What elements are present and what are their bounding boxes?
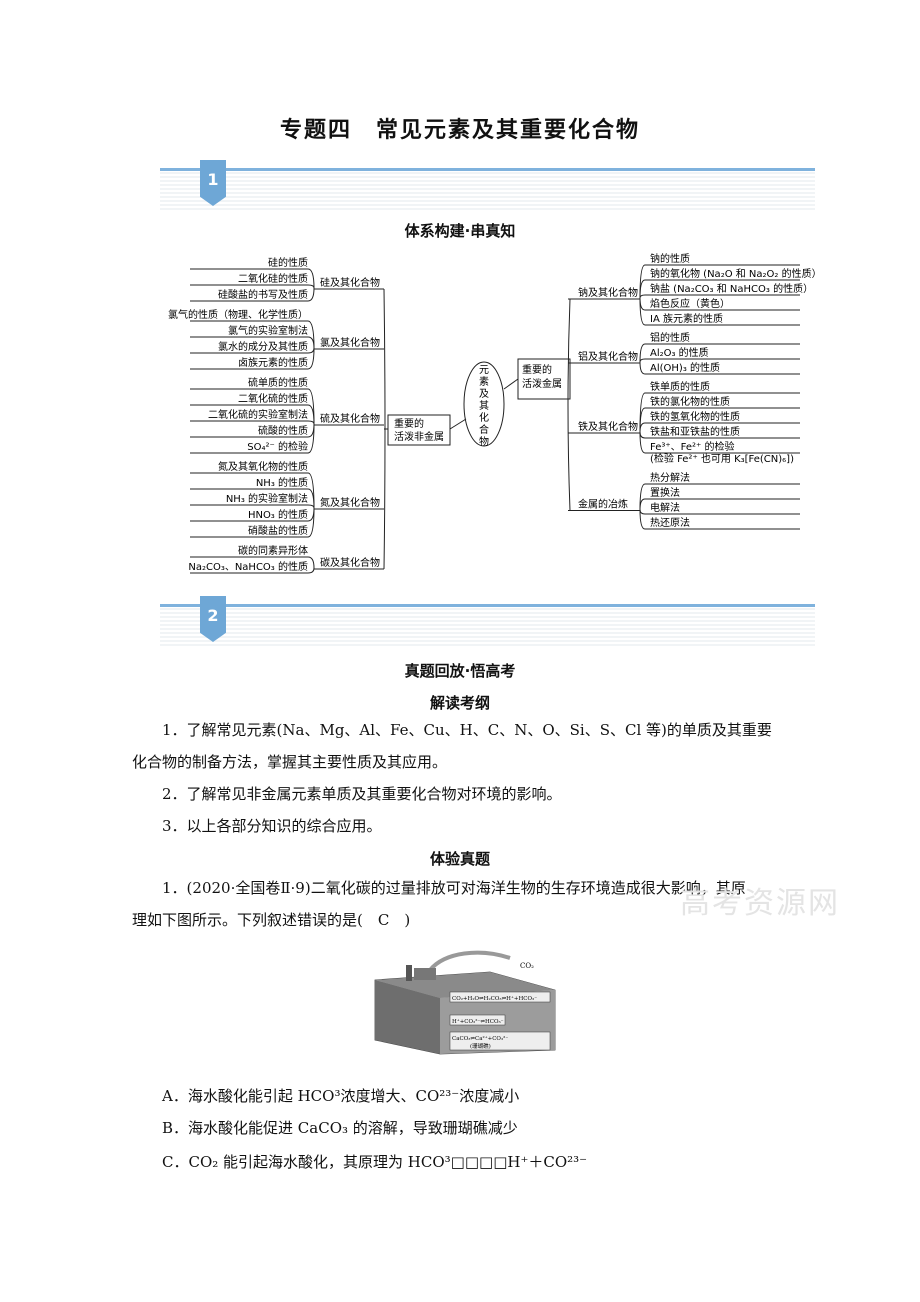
- syllabus-item: 2．了解常见非金属元素单质及其重要化合物对环境的影响。: [162, 785, 562, 803]
- mind-map-group-label: 硅及其化合物: [320, 276, 380, 289]
- mind-map-item: 铁的氯化物的性质: [650, 395, 730, 408]
- question-text: 理如下图所示。下列叙述错误的是( C ): [132, 911, 411, 929]
- mind-map-item: 硅酸盐的书写及性质: [218, 288, 308, 301]
- mind-map-group-label: 金属的冶炼: [578, 498, 628, 511]
- mind-map-item: SO₄²⁻ 的检验: [247, 440, 308, 453]
- mind-map-item: 钠的氧化物 (Na₂O 和 Na₂O₂ 的性质）: [650, 267, 822, 280]
- mind-map-item: 钠盐 (Na₂CO₃ 和 NaHCO₃ 的性质）: [650, 282, 813, 295]
- syllabus-item: 1．了解常见元素(Na、Mg、Al、Fe、Cu、H、C、N、O、Si、S、Cl …: [162, 721, 772, 739]
- mind-map-item: 硫单质的性质: [248, 376, 308, 389]
- mind-map-item: 二氧化硅的性质: [238, 272, 308, 285]
- figure-label: CO₂+H₂O⇌H₂CO₃⇌H⁺+HCO₃⁻: [452, 996, 537, 1002]
- mind-map-item: 氯气的实验室制法: [228, 324, 308, 337]
- mind-map-item: 热分解法: [650, 471, 690, 484]
- center-node-char: 及: [479, 388, 489, 400]
- mind-map-item: 铝的性质: [650, 331, 690, 344]
- mind-map-item: 热还原法: [650, 516, 690, 529]
- section-number-badge: [200, 596, 226, 642]
- figure-label: CO₂: [520, 962, 534, 970]
- practice-heading: 体验真题: [429, 850, 490, 868]
- section-band-2: 2: [160, 596, 815, 648]
- mind-map-item: Na₂CO₃、NaHCO₃ 的性质: [188, 560, 308, 573]
- mind-map-group-label: 氮及其化合物: [320, 496, 380, 509]
- metal-hub-label: 重要的: [522, 363, 552, 376]
- center-node-char: 素: [479, 375, 489, 388]
- mind-map-item: 铁单质的性质: [650, 380, 710, 393]
- mind-map-item: 卤族元素的性质: [238, 356, 308, 369]
- figure-label: H⁺+CO₃²⁻⇌HCO₃⁻: [452, 1018, 504, 1025]
- mind-map-item: NH₃ 的性质: [256, 476, 308, 489]
- mind-map-item: 硫酸的性质: [258, 424, 308, 437]
- mind-map-item: 氮及其氧化物的性质: [218, 460, 308, 473]
- mind-map-item: (检验 Fe²⁺ 也可用 K₃[Fe(CN)₆]): [650, 452, 794, 465]
- center-node-char: 其: [479, 400, 489, 412]
- mind-map-group-label: 铝及其化合物: [578, 350, 638, 363]
- mind-map-item: 二氧化硫的实验室制法: [208, 408, 308, 421]
- mind-map-item: 氯气的性质（物理、化学性质）: [168, 308, 308, 321]
- mind-map-item: 铁的氢氧化物的性质: [650, 410, 740, 423]
- section-heading-2: 真题回放·悟高考: [404, 662, 516, 680]
- mind-map-item: HNO₃ 的性质: [248, 508, 308, 521]
- mind-map-item: 氯水的成分及其性质: [218, 340, 308, 353]
- syllabus-item: 3．以上各部分知识的综合应用。: [162, 817, 382, 835]
- mind-map-item: 铁盐和亚铁盐的性质: [650, 425, 740, 438]
- section-heading-1: 体系构建·串真知: [404, 222, 516, 240]
- nonmetal-hub-label: 重要的: [394, 417, 424, 430]
- mind-map-group-label: 碳及其化合物: [320, 556, 380, 569]
- center-node-char: 合: [479, 423, 489, 436]
- mind-map-item: 焰色反应（黄色）: [650, 297, 730, 310]
- syllabus-item: 化合物的制备方法，掌握其主要性质及其应用。: [132, 753, 448, 771]
- mind-map-item: 硝酸盐的性质: [248, 524, 308, 537]
- mind-map-item: Fe³⁺、Fe²⁺ 的检验: [650, 440, 734, 453]
- mind-map-item: Al₂O₃ 的性质: [650, 346, 709, 359]
- section-number-badge: [200, 160, 226, 206]
- mind-map-item: Al(OH)₃ 的性质: [650, 361, 720, 374]
- mind-map-item: ⅠA 族元素的性质: [650, 312, 723, 325]
- watermark: 高考资源网: [680, 886, 840, 921]
- mind-map-group-label: 氯及其化合物: [320, 336, 380, 349]
- mind-map-item: 置换法: [650, 486, 680, 499]
- mind-map-item: 电解法: [650, 501, 680, 514]
- mind-map-group-label: 硫及其化合物: [320, 412, 380, 425]
- page-title: 专题四 常见元素及其重要化合物: [279, 117, 640, 143]
- figure-label: CaCO₃⇌Ca²⁺+CO₃²⁻: [452, 1035, 508, 1042]
- section-band-1: 1: [160, 160, 815, 212]
- option-c: C．CO₂ 能引起海水酸化，其原理为 HCO³□□□□H⁺＋CO²³⁻: [162, 1153, 588, 1171]
- mind-map-item: NH₃ 的实验室制法: [226, 492, 308, 505]
- mind-map-item: 钠的性质: [650, 252, 690, 265]
- syllabus-heading: 解读考纲: [429, 694, 490, 712]
- mind-map-item: 碳的同素异形体: [238, 544, 308, 557]
- figure-label: (珊瑚礁): [470, 1042, 491, 1050]
- mind-map-item: 硅的性质: [268, 256, 308, 269]
- center-node-char: 化: [479, 411, 489, 424]
- mind-map-group-label: 钠及其化合物: [578, 286, 638, 299]
- ocean-acidification-figure: CO₂ CO₂+H₂O⇌H₂CO₃⇌H⁺+HCO₃⁻ H⁺+CO₃²⁻⇌HCO₃…: [374, 950, 556, 1055]
- section-number: 1: [207, 170, 219, 189]
- section-number: 2: [207, 606, 219, 625]
- question-text: 1．(2020·全国卷Ⅱ·9)二氧化碳的过量排放可对海洋生物的生存环境造成很大影…: [162, 879, 746, 897]
- nonmetal-hub-label: 活泼非金属: [394, 430, 444, 443]
- metal-hub-label: 活泼金属: [522, 377, 562, 390]
- mind-map-item: 二氧化硫的性质: [238, 392, 308, 405]
- mind-map-group-label: 铁及其化合物: [578, 420, 638, 433]
- center-node-char: 物: [479, 435, 489, 448]
- option-b: B．海水酸化能促进 CaCO₃ 的溶解，导致珊瑚礁减少: [162, 1119, 518, 1137]
- option-a: A．海水酸化能引起 HCO³浓度增大、CO²³⁻浓度减小: [162, 1087, 520, 1105]
- center-node-char: 元: [479, 365, 489, 376]
